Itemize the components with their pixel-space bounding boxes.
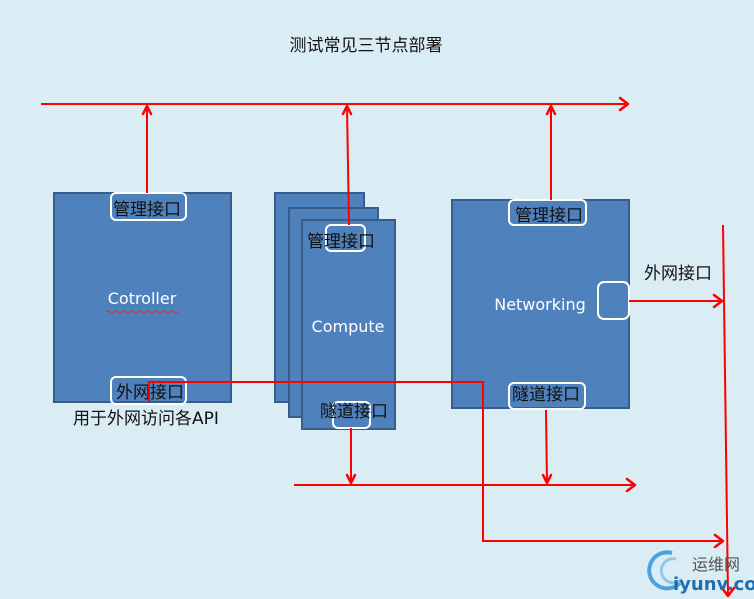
controller-mgmt-port-label: 管理接口 <box>113 200 181 220</box>
networking-mgmt-arrow <box>545 104 557 116</box>
controller-mgmt-port <box>110 192 187 221</box>
controller-caption: 用于外网访问各API <box>73 409 219 429</box>
compute-mgmt-port <box>325 224 366 252</box>
watermark: 运维网 iyunv.com <box>647 550 754 595</box>
controller-label: Cotroller <box>108 289 177 308</box>
tunnel-network <box>294 477 637 493</box>
compute-mgmt-arrow <box>341 104 353 116</box>
networking-tunnel-port-label: 隧道接口 <box>512 385 580 405</box>
networking-ext-arrow <box>712 293 724 309</box>
controller-node: Cotroller 管理接口 外网接口 用于外网访问各API <box>53 192 232 429</box>
compute-mgmt-port-label: 管理接口 <box>307 232 375 252</box>
compute-mgmt-link <box>346 105 350 226</box>
compute-label: Compute <box>312 317 385 336</box>
controller-box <box>53 192 232 403</box>
watermark-text: 运维网 <box>692 555 740 574</box>
networking-box <box>451 199 630 409</box>
watermark-logo-icon <box>647 550 682 591</box>
diagram-title: 测试常见三节点部署 <box>290 36 443 56</box>
controller-ext-link <box>148 381 723 542</box>
networking-mgmt-port <box>508 199 587 226</box>
controller-ext-port <box>110 376 187 405</box>
compute-tunnel-arrow <box>345 473 357 485</box>
controller-ext-arrow <box>713 533 725 549</box>
management-bus-arrow <box>618 96 630 112</box>
management-network <box>41 96 630 112</box>
compute-node-stack: Compute 管理接口 隧道接口 <box>274 192 396 430</box>
networking-tunnel-arrow <box>541 473 553 485</box>
external-network-bus <box>722 224 729 597</box>
spellcheck-underline <box>105 310 179 314</box>
networking-ext-port-label: 外网接口 <box>644 264 712 284</box>
networking-node: Networking 管理接口 隧道接口 <box>451 199 630 410</box>
watermark-logo-inner-icon <box>659 557 684 585</box>
compute-tunnel-port-label: 隧道接口 <box>320 402 388 422</box>
networking-tunnel-port <box>508 382 586 410</box>
networking-mgmt-port-label: 管理接口 <box>515 206 583 226</box>
watermark-url: iyunv.com <box>673 574 754 595</box>
networking-label: Networking <box>494 295 586 314</box>
tunnel-bus-arrow <box>625 477 637 493</box>
controller-mgmt-arrow <box>141 104 153 116</box>
networking-tunnel-link <box>545 409 548 484</box>
external-bus-arrow <box>720 586 736 598</box>
